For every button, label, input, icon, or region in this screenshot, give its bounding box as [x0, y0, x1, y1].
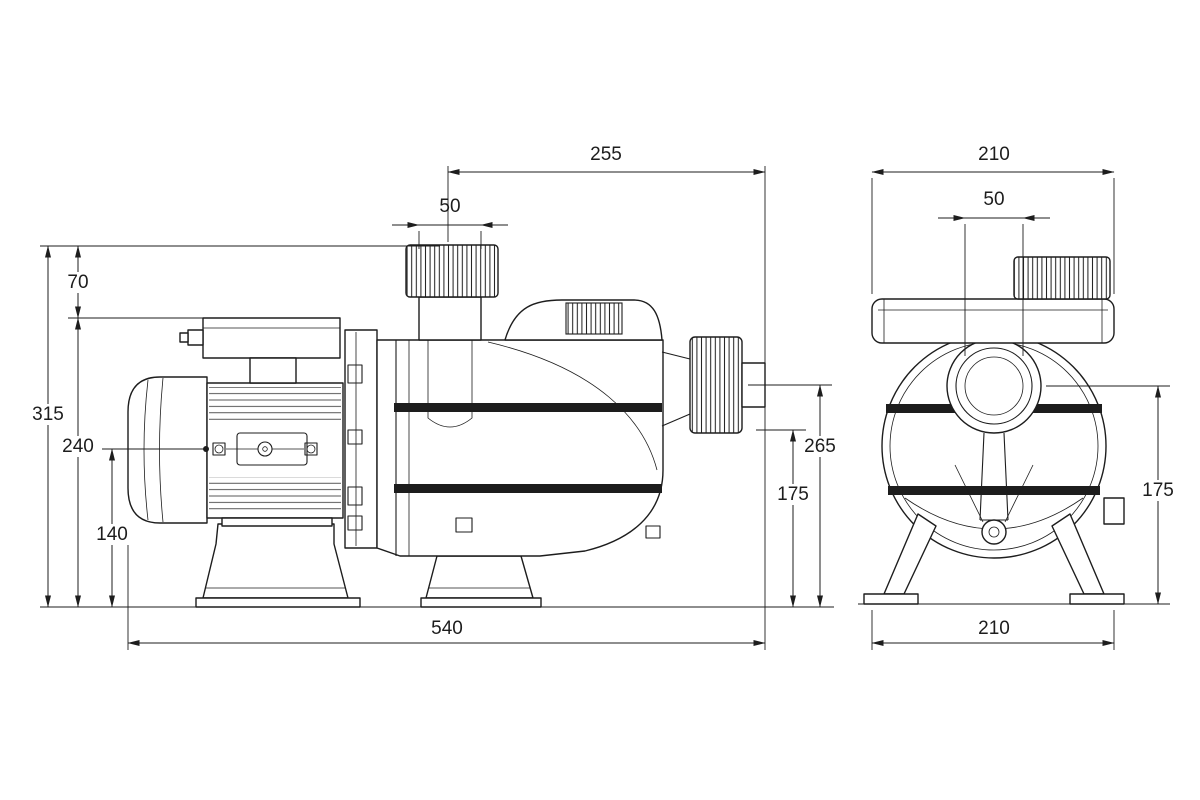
inlet-port — [946, 338, 1042, 434]
motor-fan-cover — [127, 376, 208, 524]
side-plug — [645, 525, 661, 539]
dim-label-240: 240 — [62, 436, 94, 457]
dim-175-side: 175 — [773, 429, 813, 608]
dim-label-210-bottom: 210 — [978, 618, 1010, 639]
drain-plug — [455, 517, 473, 533]
outlet-union-nut — [689, 336, 743, 434]
column-knob — [981, 519, 1007, 545]
side-view — [127, 244, 766, 608]
clamp-strap-upper — [394, 403, 662, 412]
front-view — [858, 256, 1130, 605]
pump-foot — [420, 555, 542, 608]
dim-label-140: 140 — [96, 524, 128, 545]
foot-right — [1069, 593, 1125, 605]
dim-label-315: 315 — [32, 404, 64, 425]
front-strap-lower — [888, 486, 1100, 495]
top-flange — [871, 298, 1115, 344]
dim-70: 70 — [62, 245, 94, 319]
terminal-box — [179, 317, 341, 384]
front-lid-knurled-ring — [1013, 256, 1111, 300]
motor-fins-top — [209, 387, 341, 424]
dim-175-front: 175 — [1138, 385, 1178, 605]
dim-label-50-front: 50 — [983, 189, 1004, 210]
dim-label-540: 540 — [431, 618, 463, 639]
foot-left — [863, 593, 919, 605]
dim-label-70: 70 — [67, 272, 88, 293]
dimension-annotations-front: 210 50 175 210 — [871, 144, 1178, 650]
leg-right — [1051, 513, 1105, 595]
dim-label-265: 265 — [804, 436, 836, 457]
cover-knurl — [565, 302, 623, 335]
dim-140: 140 — [92, 448, 132, 608]
front-legs — [858, 513, 1130, 605]
dim-265: 265 — [800, 384, 840, 608]
tank-cover — [504, 299, 663, 341]
dimension-annotations-side: 255 50 315 70 240 — [28, 144, 840, 650]
dim-240: 240 — [58, 317, 98, 608]
dim-315: 315 — [28, 245, 68, 608]
dim-210-top: 210 — [871, 144, 1115, 175]
motor-body — [206, 382, 344, 527]
lid-neck — [418, 296, 482, 341]
motor-nameplate — [212, 432, 318, 466]
dim-label-175-front: 175 — [1142, 480, 1174, 501]
dim-label-210-top: 210 — [978, 144, 1010, 165]
clamp-strap-lower — [394, 484, 662, 493]
dim-50-front: 50 — [938, 189, 1050, 221]
dim-210-bottom: 210 — [871, 618, 1115, 646]
lid-knurled-ring — [405, 244, 499, 298]
dim-540: 540 — [127, 618, 766, 646]
dim-label-50-side: 50 — [439, 196, 460, 217]
motor-fins-bottom — [209, 477, 341, 514]
leg-left — [883, 513, 937, 595]
front-side-tab — [1103, 497, 1125, 525]
motor-adapter — [344, 329, 378, 549]
support-column — [954, 432, 1034, 545]
motor-pedestal — [195, 523, 361, 608]
pump-tank — [376, 339, 664, 557]
strainer-lid — [405, 244, 499, 341]
dim-50-side: 50 — [392, 196, 508, 228]
dim-255: 255 — [447, 144, 766, 175]
dim-label-175-side: 175 — [777, 484, 809, 505]
dim-label-255: 255 — [590, 144, 622, 165]
cable-gland — [179, 329, 204, 346]
